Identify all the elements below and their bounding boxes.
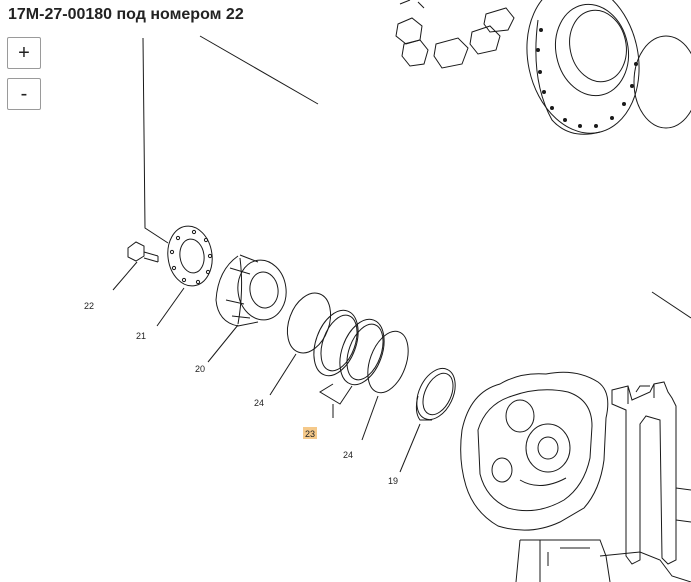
leader-21 [156,287,185,327]
guide-line [199,35,319,105]
large-flange-wheel [526,0,640,135]
o-ring-24-second [367,330,409,394]
callout-23[interactable]: 23 [305,429,315,439]
leader-22 [112,261,138,291]
seal-ring-23-b-inner [346,323,384,381]
callout-21[interactable]: 21 [136,331,146,341]
transmission-housing [460,371,609,531]
title-leader-line [142,37,169,244]
leader-20 [207,324,239,363]
hub-cylinder [215,254,287,327]
washer-plate [167,225,213,287]
bolt-part [127,241,159,263]
seal-ring-23-b [339,318,385,386]
callout-22[interactable]: 22 [84,301,94,311]
callout-24-second[interactable]: 24 [343,450,353,460]
callout-19[interactable]: 19 [388,476,398,486]
washer-holes [169,229,213,285]
frame-structure [515,381,691,582]
zoom-in-button[interactable]: + [7,37,41,69]
leader-24-first [269,353,297,396]
callout-24-first[interactable]: 24 [254,398,264,408]
callout-23-highlight [303,427,317,439]
o-ring-24-first [286,292,332,354]
seal-ring-23-a [313,309,359,377]
flange-bolt-holes [536,28,638,128]
zoom-out-button[interactable]: - [7,78,41,110]
leader-24-second [361,395,379,441]
o-ring-top-right [633,35,691,129]
page-title: 17M-27-00180 под номером 22 [8,6,244,23]
callout-20[interactable]: 20 [195,364,205,374]
seal-ring-23-a-inner [320,314,358,372]
leader-19 [399,423,421,473]
bushing-19 [415,367,456,421]
guide-line-right [651,291,691,319]
washer-plate-inner [179,238,205,274]
leader-23-bracket [319,383,353,418]
top-blocks [395,0,515,69]
